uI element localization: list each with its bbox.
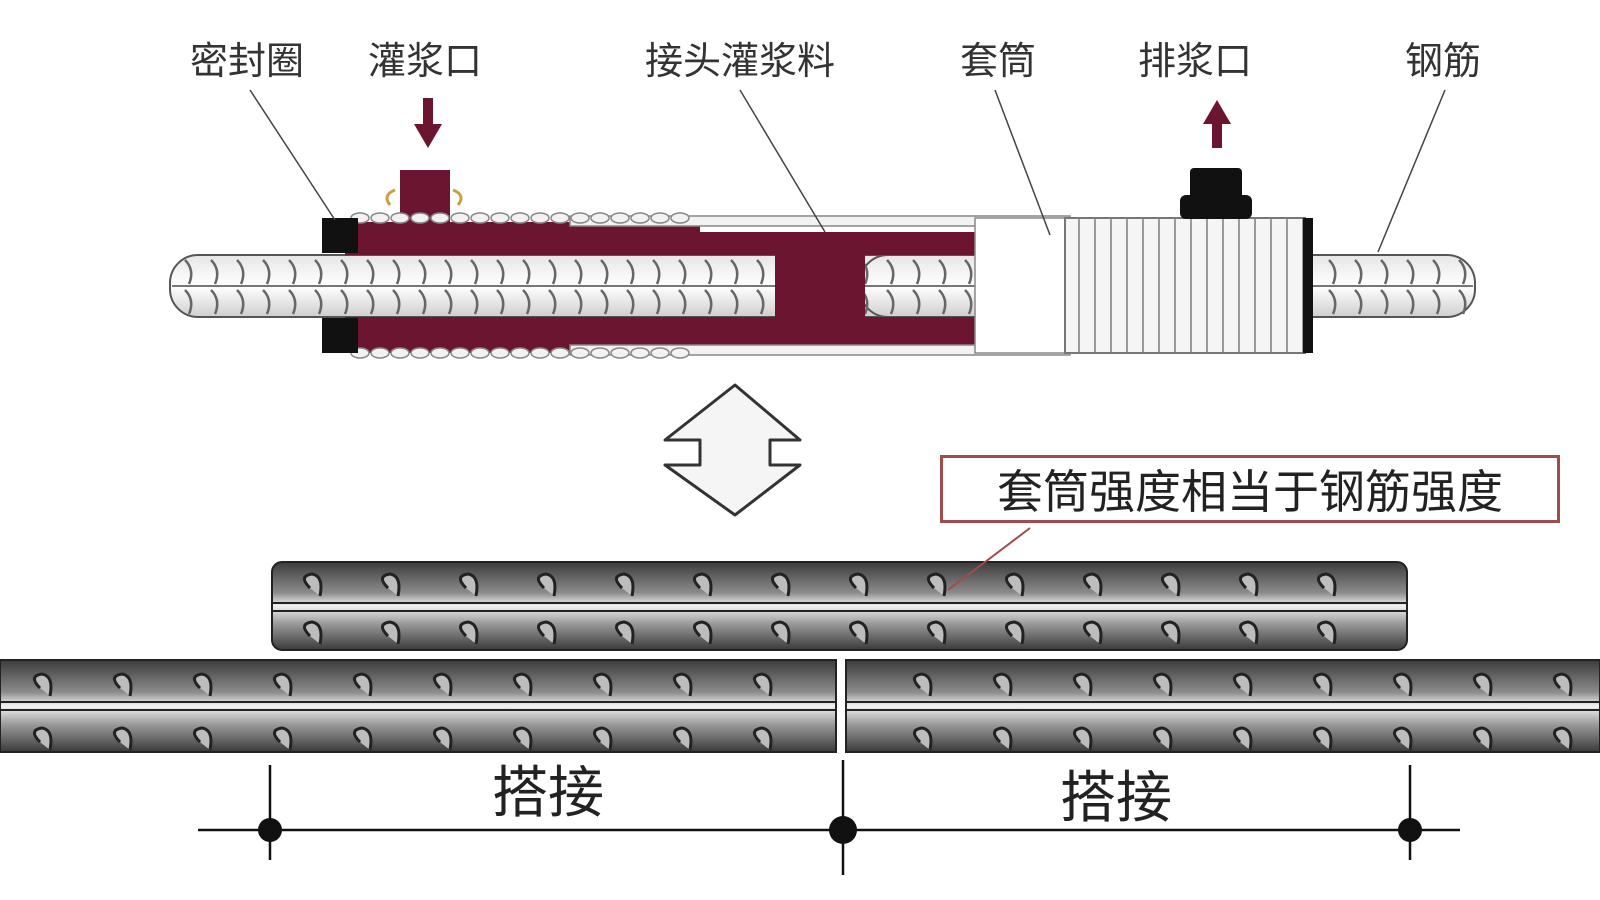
label-grout-inlet: 灌浆口 xyxy=(368,39,483,83)
sleeve-assembly xyxy=(169,89,1476,359)
label-rebar: 钢筋 xyxy=(1405,39,1482,83)
lap-rebar-ribs xyxy=(33,572,1573,751)
dimension-node-left xyxy=(258,818,282,842)
lap-rebar-upper xyxy=(271,561,1408,651)
lap-label-right: 搭接 xyxy=(1060,766,1172,831)
grout-outlet-port xyxy=(1180,168,1252,219)
label-sleeve: 套筒 xyxy=(960,39,1037,83)
callout-text: 套筒强度相当于钢筋强度 xyxy=(997,465,1503,519)
up-arrow-icon xyxy=(1203,100,1231,148)
callout-pointer xyxy=(947,527,1031,591)
double-arrow-icon xyxy=(663,383,802,517)
lap-rebar-lower-right xyxy=(845,659,1600,753)
dimension-node-right xyxy=(1398,818,1422,842)
callout-box: 套筒强度相当于钢筋强度 xyxy=(940,455,1560,523)
label-joint-grout: 接头灌浆料 xyxy=(645,39,836,83)
dimension-node-center xyxy=(829,816,857,844)
grout-fill xyxy=(345,170,975,353)
dimension-line xyxy=(198,760,1460,875)
label-grout-outlet: 排浆口 xyxy=(1138,39,1253,83)
label-seal-ring: 密封圈 xyxy=(190,39,305,83)
sleeve-corrugation xyxy=(350,212,690,359)
lap-label-left: 搭接 xyxy=(492,761,604,826)
sleeve-shell xyxy=(569,215,1313,356)
down-arrow-icon xyxy=(414,98,442,148)
lap-rebar-lower-left xyxy=(0,659,837,753)
lap-splice xyxy=(0,527,1600,875)
leader-lines xyxy=(249,89,1446,253)
seal-ring xyxy=(322,218,358,353)
